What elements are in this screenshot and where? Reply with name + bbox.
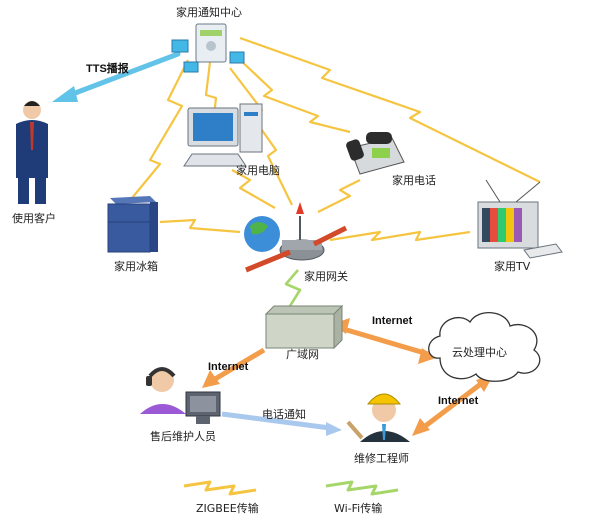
fridge-label: 家用冰箱 [114, 259, 158, 273]
zigbee-link-fridge-gateway [159, 218, 241, 234]
internet-label-wan-cloud: Internet [372, 315, 413, 327]
engineer-icon [346, 393, 410, 442]
customer-icon [16, 101, 48, 204]
internet-label-cloud-engineer: Internet [438, 395, 479, 407]
engineer-label: 维修工程师 [354, 451, 409, 465]
phone-icon [346, 132, 405, 175]
zigbee-link-center-fridge [131, 59, 189, 199]
tts-arrow [52, 51, 181, 102]
zigbee-link-center-pc [204, 61, 218, 116]
zigbee-link-center-tv [239, 36, 541, 183]
zigbee-link-phone-gateway [317, 179, 361, 213]
cloud-label: 云处理中心 [452, 346, 507, 359]
fridge-icon [107, 196, 158, 253]
gateway-label: 家用网关 [304, 269, 348, 283]
legend-wifi-label: Wi-Fi传输 [334, 501, 382, 515]
tv-label: 家用TV [494, 259, 531, 273]
zigbee-link-pc-gateway [231, 169, 276, 209]
legend-zigbee-swatch [183, 480, 257, 496]
legend: ZIGBEE传输 Wi-Fi传输 [183, 480, 399, 515]
internet-label-wan-support: Internet [208, 361, 249, 373]
support-staff-icon [140, 367, 221, 424]
wan-label: 广域网 [286, 348, 319, 361]
notify-center-label: 家用通知中心 [176, 5, 242, 19]
customer-label: 使用客户 [12, 211, 56, 225]
zigbee-link-center-gateway [229, 67, 293, 206]
tts-label: TTS播报 [86, 61, 130, 75]
wifi-link-gateway-wan [284, 269, 302, 307]
zigbee-link-center-phone [237, 57, 351, 134]
wan-box [264, 304, 344, 350]
notify-center-icon [171, 23, 245, 73]
call-notice-arrow [221, 411, 342, 436]
support-label: 售后维护人员 [150, 429, 216, 443]
pc-icon [183, 103, 263, 167]
phone-label: 家用电话 [392, 173, 436, 187]
cloud-shape [428, 312, 541, 382]
legend-zigbee-label: ZIGBEE传输 [196, 501, 259, 515]
legend-wifi-swatch [325, 480, 399, 496]
zigbee-links [131, 36, 541, 242]
gateway-icon [244, 202, 348, 273]
call-notice-label: 电话通知 [262, 407, 306, 421]
tv-icon [477, 179, 563, 259]
zigbee-link-gateway-tv [329, 230, 471, 242]
pc-label: 家用电脑 [236, 163, 280, 177]
